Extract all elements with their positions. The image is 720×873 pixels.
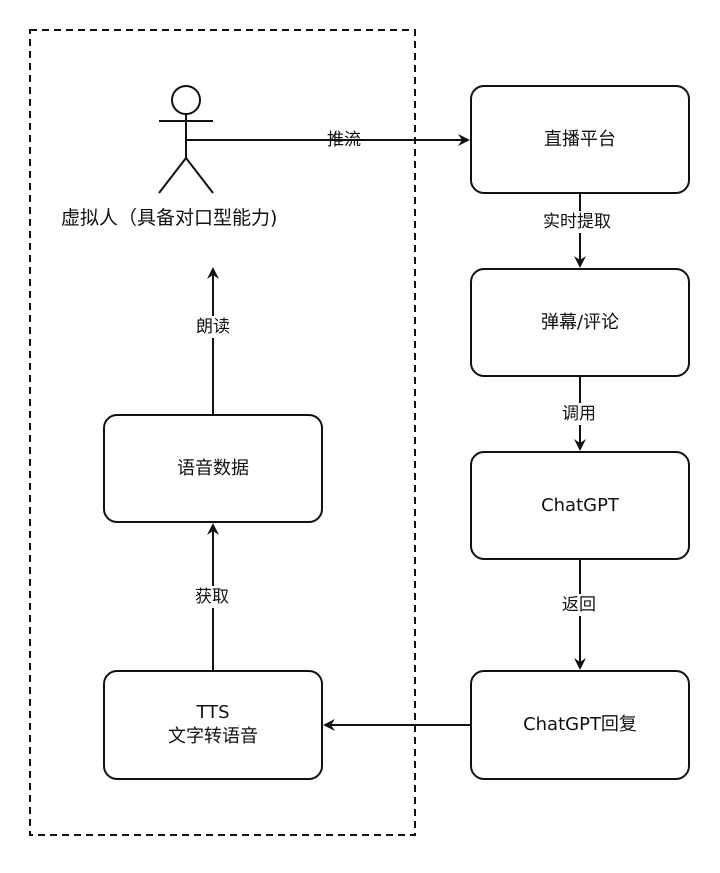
virtual-human-group-boundary — [29, 29, 416, 836]
edge-label-fetch: 获取 — [194, 586, 230, 608]
edge-label-realtime-fetch: 实时提取 — [542, 211, 612, 233]
node-chatgpt[interactable]: ChatGPT — [470, 451, 690, 560]
edge-label-return: 返回 — [561, 594, 597, 616]
node-chatgpt-reply[interactable]: ChatGPT回复 — [470, 670, 690, 780]
edge-label-push-stream: 推流 — [327, 130, 361, 150]
node-tts[interactable]: TTS 文字转语音 — [103, 670, 323, 780]
edge-label-read-aloud: 朗读 — [195, 316, 231, 338]
actor-stick-figure-icon — [158, 85, 214, 194]
actor-label: 虚拟人（具备对口型能力) — [61, 207, 278, 229]
node-chatgpt-reply-label: ChatGPT回复 — [523, 714, 637, 735]
node-tts-label-line2: 文字转语音 — [168, 726, 258, 747]
node-voice-data-label: 语音数据 — [177, 457, 249, 479]
node-tts-label-line1: TTS — [196, 702, 230, 723]
node-live-platform-label: 直播平台 — [544, 128, 616, 150]
node-voice-data[interactable]: 语音数据 — [103, 414, 323, 523]
node-chatgpt-label: ChatGPT — [541, 494, 619, 516]
node-danmaku-label: 弹幕/评论 — [540, 311, 620, 333]
node-live-platform[interactable]: 直播平台 — [470, 85, 690, 194]
node-danmaku[interactable]: 弹幕/评论 — [470, 268, 690, 377]
edge-label-invoke: 调用 — [561, 403, 597, 425]
